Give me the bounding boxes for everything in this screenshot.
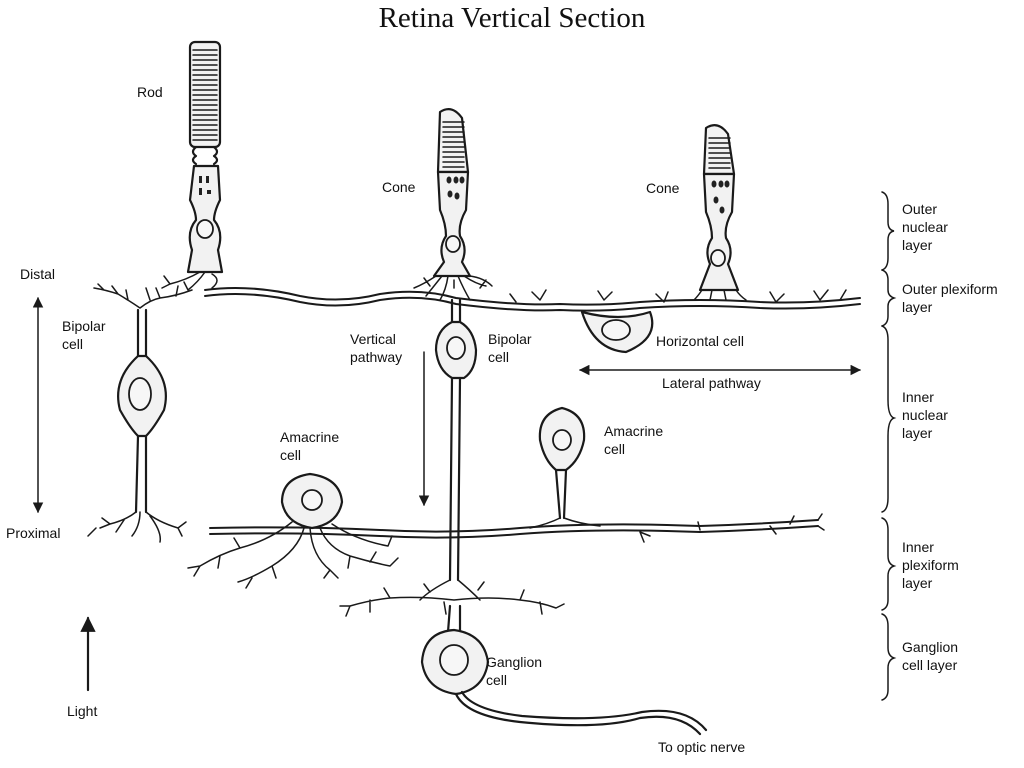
horizontal-cell-label: Horizontal cell	[656, 333, 744, 349]
layer-outer-nuclear-2: nuclear	[902, 219, 948, 235]
cone-right-label: Cone	[646, 180, 680, 196]
bipolar-left-nucleus	[128, 377, 152, 411]
layer-inner-nuclear-1: Inner	[902, 389, 934, 405]
amacrine-left-label-2: cell	[280, 447, 301, 463]
ganglion-nucleus	[439, 644, 469, 676]
cone-pedicle-dendrites	[413, 275, 493, 301]
layer-inner-nuclear-3: layer	[902, 425, 933, 441]
amacrine-left-nucleus	[301, 489, 323, 511]
vertical-pathway-label-2: pathway	[350, 349, 402, 365]
layer-inner-plexiform-1: Inner	[902, 539, 934, 555]
layer-braces	[881, 191, 897, 701]
bipolar-left-label-2: cell	[62, 336, 83, 352]
amacrine-cell-left	[187, 472, 399, 589]
amacrine-right-label-2: cell	[604, 441, 625, 457]
layer-ganglion-2: cell layer	[902, 657, 958, 673]
cone-center-nucleus	[445, 235, 461, 253]
ganglion-cell	[339, 579, 708, 736]
bipolar-cell-center	[434, 298, 478, 582]
lateral-pathway-label: Lateral pathway	[662, 375, 761, 391]
layer-ganglion-1: Ganglion	[902, 639, 958, 655]
bipolar-center-nucleus	[446, 336, 466, 360]
rod-cilium	[191, 145, 219, 166]
bipolar-center-label-2: cell	[488, 349, 509, 365]
horizontal-cell	[204, 287, 861, 354]
rod-terminal-dendrites	[161, 271, 218, 291]
cone-right-pedicle	[693, 289, 747, 301]
amacrine-right-label-1: Amacrine	[604, 423, 663, 439]
rod-inner-segment	[186, 164, 224, 274]
layer-outer-plexiform-1: Outer plexiform	[902, 281, 998, 297]
layer-inner-nuclear-2: nuclear	[902, 407, 948, 423]
rod-label: Rod	[137, 84, 163, 100]
amacrine-cell-right	[529, 406, 601, 529]
cone-right-outer-segment	[702, 123, 736, 176]
page-title: Retina Vertical Section	[378, 2, 646, 34]
cone-center-inner-segment	[432, 170, 472, 278]
cone-cell-right	[698, 123, 740, 292]
rod-nucleus	[196, 219, 214, 239]
light-label: Light	[67, 703, 97, 719]
cone-cell-center	[432, 107, 472, 278]
rod-cell	[186, 40, 224, 274]
amacrine-right-nucleus	[552, 429, 572, 451]
cone-right-nucleus	[710, 249, 726, 267]
layer-outer-nuclear-3: layer	[902, 237, 933, 253]
vertical-pathway-label-1: Vertical	[350, 331, 396, 347]
ganglion-label-2: cell	[486, 672, 507, 688]
bipolar-cell-left	[87, 283, 193, 543]
layer-outer-nuclear-1: Outer	[902, 201, 937, 217]
proximal-label: Proximal	[6, 525, 60, 541]
bipolar-center-label-1: Bipolar	[488, 331, 532, 347]
distal-label: Distal	[20, 266, 55, 282]
optic-nerve-label: To optic nerve	[658, 739, 745, 755]
horizontal-cell-nucleus	[601, 319, 631, 341]
cone-center-label: Cone	[382, 179, 416, 195]
bipolar-left-label-1: Bipolar	[62, 318, 106, 334]
layer-inner-plexiform-3: layer	[902, 575, 933, 591]
ganglion-label-1: Ganglion	[486, 654, 542, 670]
cone-right-inner-segment	[698, 172, 740, 292]
amacrine-left-label-1: Amacrine	[280, 429, 339, 445]
layer-inner-plexiform-2: plexiform	[902, 557, 959, 573]
layer-outer-plexiform-2: layer	[902, 299, 933, 315]
rod-discs	[192, 49, 218, 141]
